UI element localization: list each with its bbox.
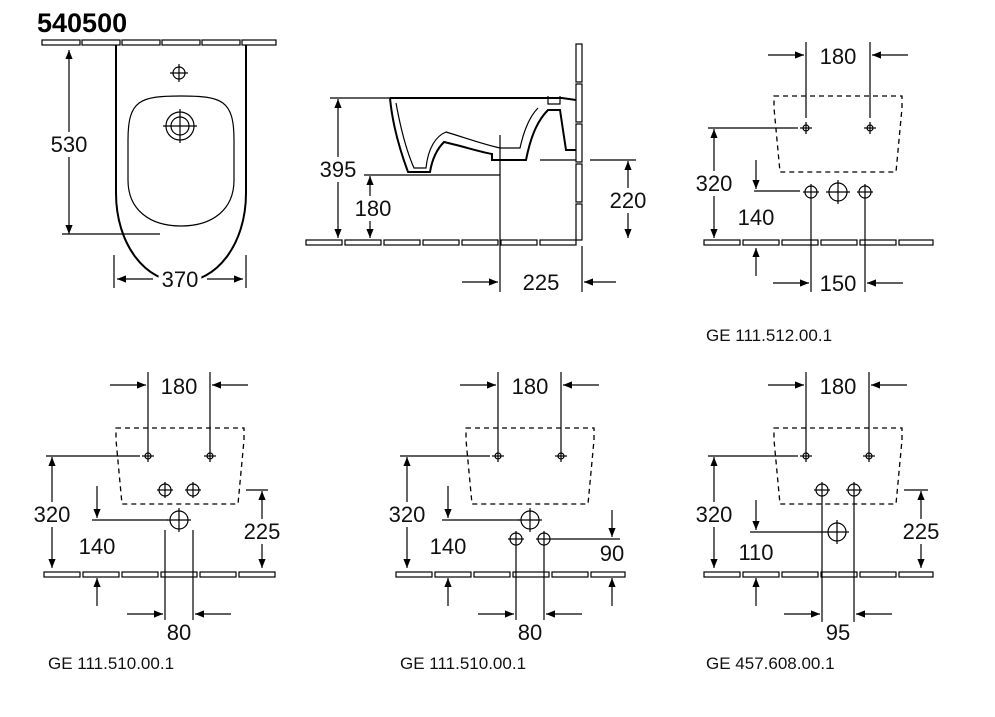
crosshair-icon	[800, 450, 812, 462]
label-backing	[816, 374, 860, 399]
layout-1-height: 320	[696, 171, 733, 196]
label-backing	[514, 620, 546, 645]
label-backing	[899, 519, 943, 544]
label-backing	[351, 196, 395, 221]
label-backing	[385, 502, 429, 527]
pipe-connection-icon	[857, 184, 873, 200]
layout-2-spacing-top: 180	[161, 374, 198, 399]
top-view: 530 370	[41, 39, 277, 292]
installation-layout-4: 180 320 110 225 95 GE 4	[692, 372, 943, 673]
label-backing	[158, 267, 202, 292]
side-view: 395 180 220 225	[305, 43, 650, 295]
side-height-total-label: 395	[320, 157, 357, 182]
label-backing	[75, 534, 119, 559]
layout-2-height-lower: 140	[79, 534, 116, 559]
pipe-connection-icon	[536, 531, 552, 547]
pipe-connection-icon	[508, 531, 524, 547]
crosshair-icon	[142, 450, 154, 462]
model-number: 540500	[37, 8, 127, 38]
installation-layout-1: 180 320 140 150 GE 111.512.00.1	[692, 42, 934, 345]
crosshair-icon	[864, 122, 876, 134]
layout-1-spacing-top: 180	[820, 44, 857, 69]
installation-layout-3: 180 320 140 90 80	[385, 372, 628, 673]
layout-3-height-lower: 140	[430, 534, 467, 559]
label-backing	[734, 205, 778, 230]
drain-icon	[163, 109, 197, 143]
layout-3-height-right: 90	[600, 541, 624, 566]
crosshair-icon	[204, 450, 216, 462]
drain-pipe-icon	[518, 508, 542, 532]
label-backing	[735, 540, 777, 565]
layout-4-height-right: 225	[903, 519, 940, 544]
crosshair-icon	[863, 450, 875, 462]
layout-4-code: GE 457.608.00.1	[706, 654, 835, 673]
pipe-connection-icon	[157, 482, 173, 498]
label-backing	[47, 132, 91, 157]
label-backing	[596, 541, 628, 566]
label-backing	[157, 374, 201, 399]
label-backing	[519, 270, 563, 295]
label-backing	[692, 502, 736, 527]
label-backing	[606, 188, 650, 213]
label-backing	[426, 534, 470, 559]
layout-1-height-lower: 140	[738, 205, 775, 230]
pipe-connection-icon	[803, 184, 819, 200]
layout-3-height: 320	[389, 502, 426, 527]
pipe-connection-icon	[185, 482, 201, 498]
layout-2-spacing-bottom: 80	[167, 620, 191, 645]
layout-4-height: 320	[696, 502, 733, 527]
label-backing	[163, 620, 195, 645]
installation-layout-2: 180 320 140 225 80 GE 1	[30, 372, 284, 673]
tap-hole-icon	[170, 64, 188, 82]
label-backing	[692, 171, 736, 196]
drain-pipe-icon	[826, 180, 850, 204]
pipe-connection-icon	[846, 482, 862, 498]
label-backing	[30, 502, 74, 527]
layout-2-height: 320	[34, 502, 71, 527]
side-height-outlet-label: 180	[355, 196, 392, 221]
layout-1-code: GE 111.512.00.1	[706, 326, 832, 345]
drain-pipe-icon	[167, 508, 191, 532]
layout-4-spacing-top: 180	[820, 374, 857, 399]
label-backing	[816, 44, 860, 69]
side-height-right-label: 220	[610, 188, 647, 213]
top-depth-label: 530	[51, 132, 88, 157]
label-backing	[316, 157, 360, 182]
crosshair-icon	[492, 450, 504, 462]
layout-3-spacing-bottom: 80	[518, 620, 542, 645]
layout-3-spacing-top: 180	[512, 374, 549, 399]
side-offset-label: 225	[523, 270, 560, 295]
crosshair-icon	[555, 450, 567, 462]
layout-2-height-right: 225	[244, 519, 281, 544]
label-backing	[240, 519, 284, 544]
layout-3-code: GE 111.510.00.1	[400, 654, 526, 673]
layout-1-spacing-bottom: 150	[820, 271, 857, 296]
drain-pipe-icon	[825, 520, 849, 544]
label-backing	[822, 620, 854, 645]
layout-2-code: GE 111.510.00.1	[48, 654, 174, 673]
layout-4-height-lower: 110	[738, 540, 773, 565]
label-backing	[816, 271, 860, 296]
layout-4-spacing-bottom: 95	[826, 620, 850, 645]
crosshair-icon	[800, 122, 812, 134]
label-backing	[508, 374, 552, 399]
pipe-connection-icon	[814, 482, 830, 498]
top-width-label: 370	[162, 267, 199, 292]
